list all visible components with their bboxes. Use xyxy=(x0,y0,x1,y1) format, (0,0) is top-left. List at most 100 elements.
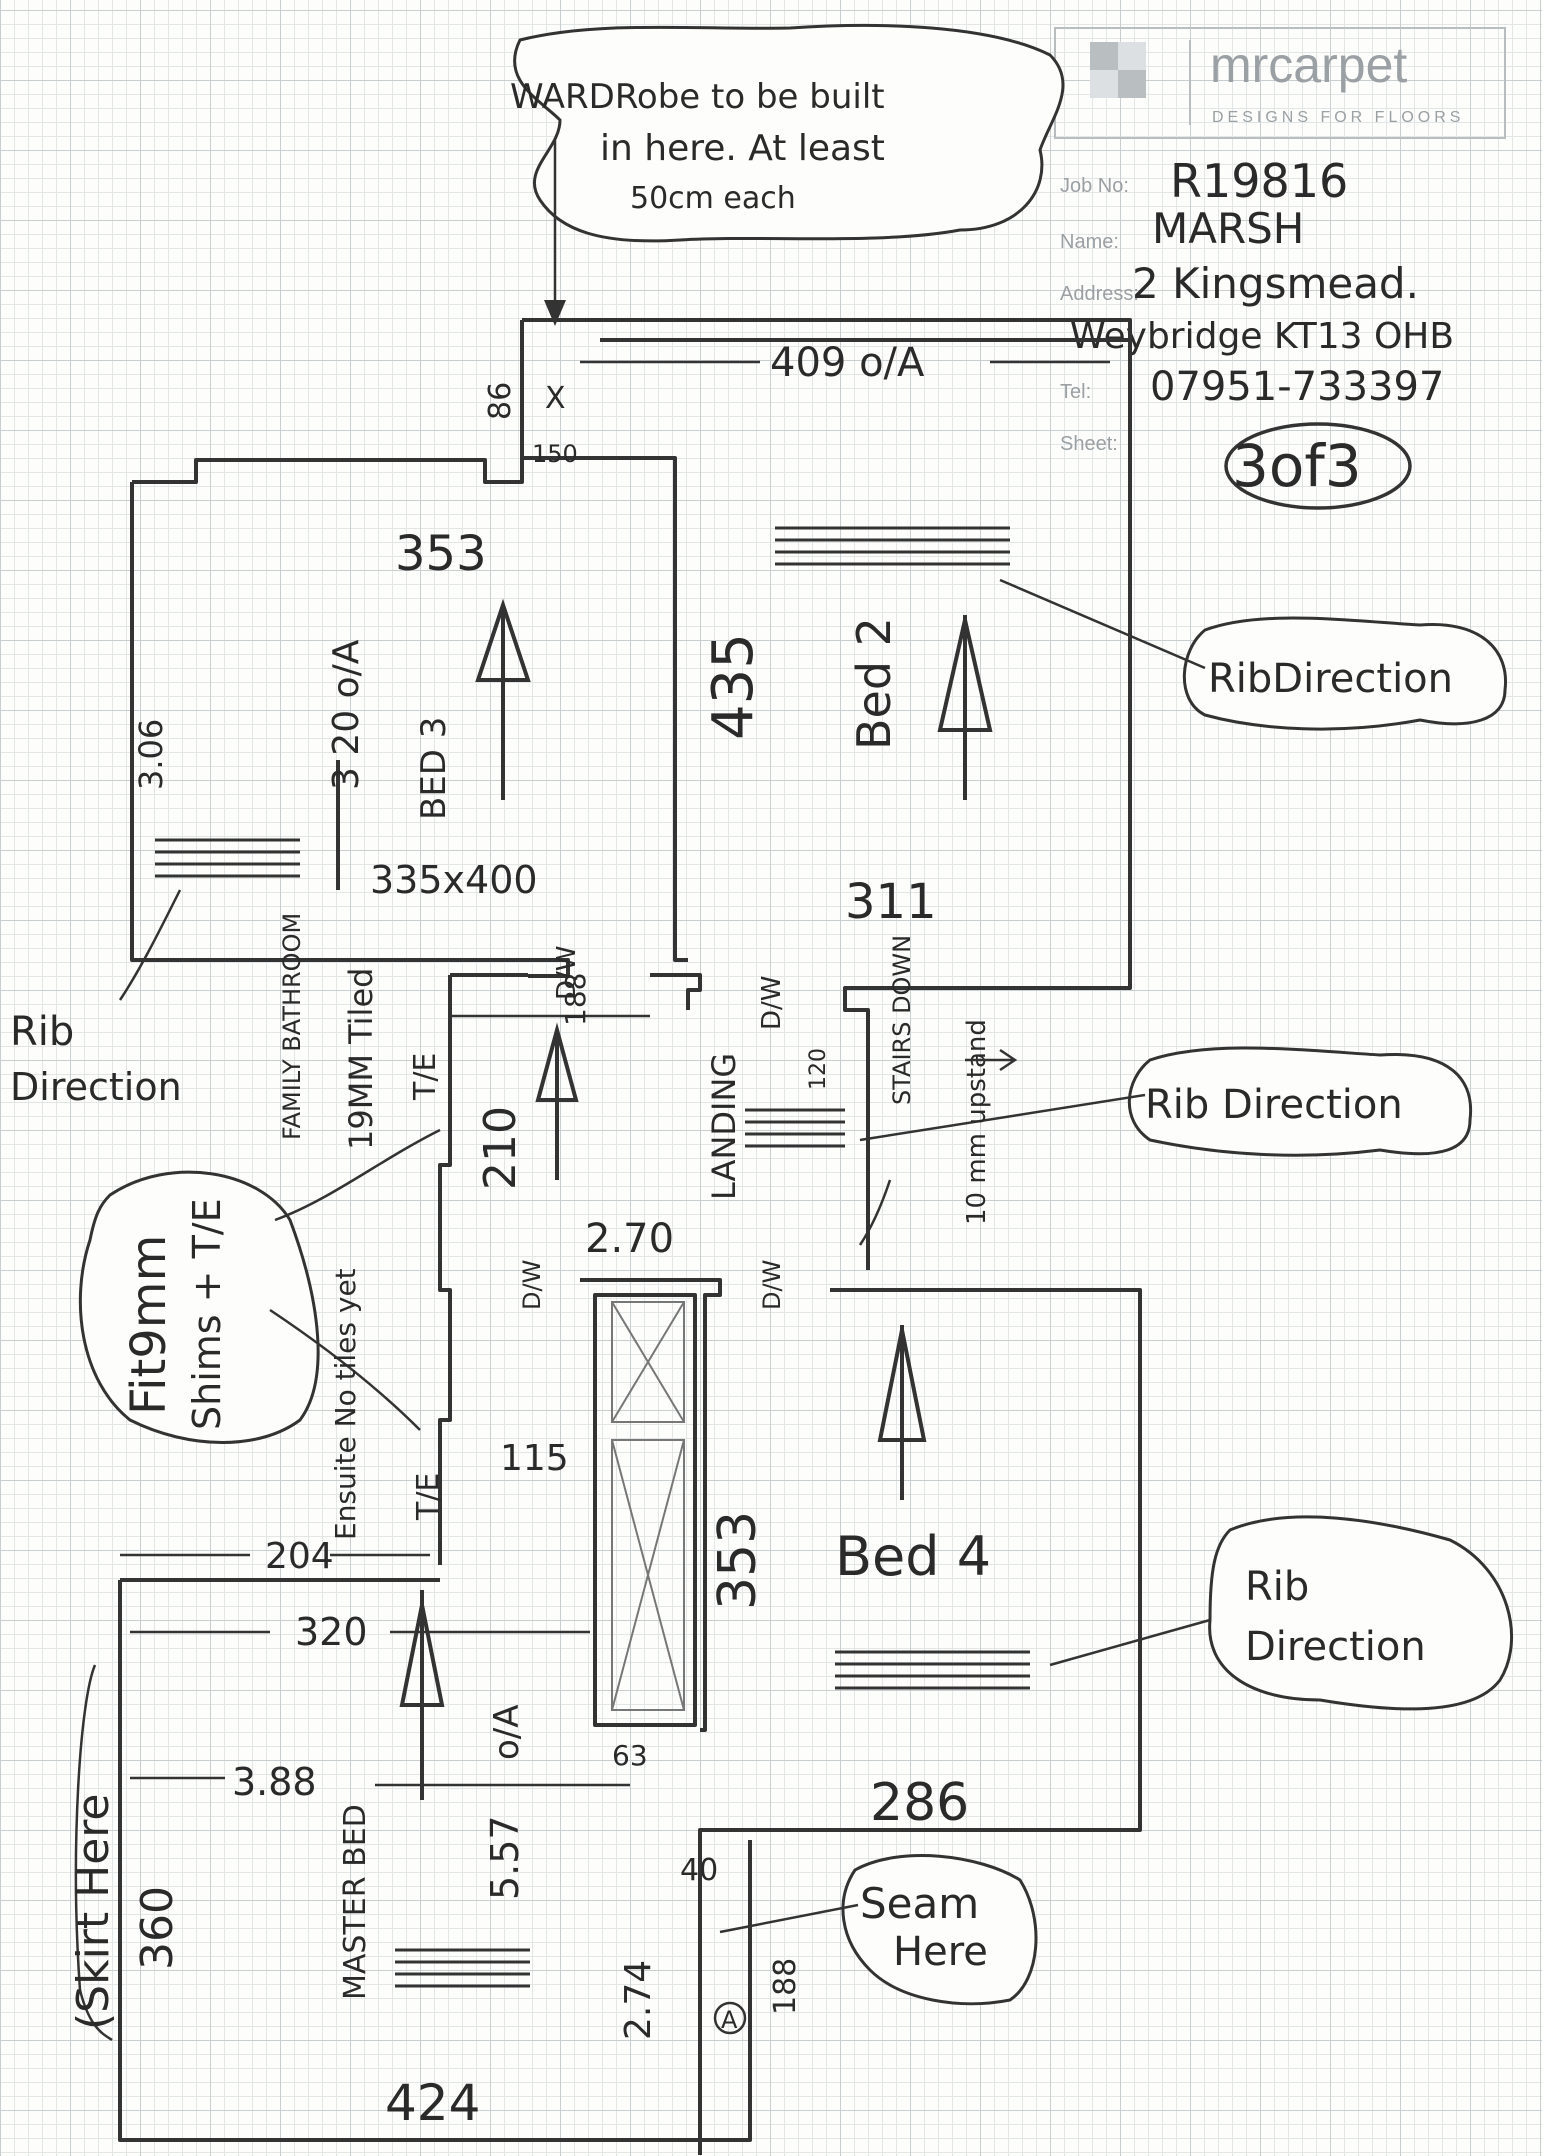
bed4-labels: 353 Bed 4 286 xyxy=(708,1511,991,1833)
bed3-top-wall xyxy=(132,320,524,484)
master-dim-274: 2.74 xyxy=(618,1960,659,2040)
bed2-dim-top: 409 o/A xyxy=(770,340,925,386)
title-block: mrcarpet DESIGNS FOR FLOORS Job No: Name… xyxy=(1054,27,1506,510)
mrcarpet-logo xyxy=(1090,40,1191,125)
dw-bed3: D/W xyxy=(552,946,582,1001)
dim-150: 150 xyxy=(532,440,578,468)
master-labels: 204 320 o/A 3.88 5.57 360 MASTER BED 2.7… xyxy=(132,1536,803,2132)
bed2-name: Bed 2 xyxy=(847,617,901,750)
misc-labels: D/W D/W D/W D/W 86 150 X xyxy=(483,381,787,1310)
ensuite-name: Ensuite No tiles yet xyxy=(329,1268,362,1540)
bed4-up-arrow-icon xyxy=(877,1325,927,1500)
wardrobe-note-line2: in here. At least xyxy=(600,128,885,169)
bed2-walls xyxy=(522,318,1132,1270)
rib-note-bed3-line1: Rib xyxy=(10,1009,74,1055)
bed4-rib-hatch xyxy=(835,1650,1030,1690)
bathroom-tiles: 19MM Tiled xyxy=(342,968,380,1150)
bed3-up-arrow-icon xyxy=(475,598,531,800)
seam-note-line1: Seam xyxy=(860,1879,979,1928)
rib-note-landing-text: Rib Direction xyxy=(1145,1082,1403,1128)
job-no-value: R19816 xyxy=(1170,154,1348,208)
bathroom-labels: FAMILY BATHROOM 19MM Tiled T/E xyxy=(278,913,443,1150)
tel-value: 07951-733397 xyxy=(1150,364,1444,410)
bed2-left-wall xyxy=(522,456,688,962)
ensuite-dim-115: 115 xyxy=(500,1438,569,1479)
cupboards xyxy=(593,1293,697,1727)
landing-up-arrow-icon xyxy=(535,1022,579,1180)
master-dim-188b: 188 xyxy=(768,1958,803,2015)
sheet-label: Sheet: xyxy=(1060,433,1118,455)
wardrobe-note-line3: 50cm each xyxy=(630,181,796,216)
name-value: MARSH xyxy=(1152,204,1304,253)
dw-bed4: D/W xyxy=(758,1260,786,1310)
master-dim-oa: o/A xyxy=(487,1704,527,1760)
bed3-labels: 353 3.06 3 20 o/A BED 3 335x400 xyxy=(132,526,538,902)
fit-shims-line1: Fit9mm xyxy=(121,1235,177,1415)
master-dim-388: 3.88 xyxy=(232,1760,317,1804)
bed2-rib-hatch xyxy=(775,526,1010,566)
fit-shims-note: Fit9mm Shims + T/E xyxy=(78,1128,441,1444)
master-dim-557: 5.57 xyxy=(483,1815,527,1900)
dim-86: 86 xyxy=(483,382,518,420)
ensuite-labels: Ensuite No tiles yet T/E 115 xyxy=(329,1268,569,1540)
rib-note-bed4: Rib Direction xyxy=(1049,1515,1514,1711)
master-dim-360: 360 xyxy=(132,1886,183,1970)
address-line1: 2 Kingsmead. xyxy=(1132,259,1419,308)
stairs-arrow-icon xyxy=(965,1048,1018,1072)
master-dim-63: 63 xyxy=(612,1739,648,1772)
bed3-dim-oa: 3 20 o/A xyxy=(326,639,367,790)
master-name: MASTER BED xyxy=(338,1804,373,2000)
brand-tagline: DESIGNS FOR FLOORS xyxy=(1212,109,1464,126)
bed2-labels: 409 o/A 435 Bed 2 311 xyxy=(701,340,937,930)
landing-dim-270: 2.70 xyxy=(585,1216,674,1262)
landing-name: LANDING xyxy=(705,1053,743,1200)
name-label: Name: xyxy=(1060,231,1119,253)
walls xyxy=(118,318,1142,2155)
marker-a: A xyxy=(721,2006,738,2034)
stairs-down-text: STAIRS DOWN xyxy=(888,935,916,1105)
seam-note-line2: Here xyxy=(893,1929,988,1975)
bathroom-wall xyxy=(438,975,452,1565)
address-line2: Weybridge KT13 OHB xyxy=(1070,316,1454,357)
direction-arrows xyxy=(399,598,993,1800)
rib-note-landing: Rib Direction xyxy=(859,1046,1473,1157)
bed3-dim-left: 3.06 xyxy=(132,719,170,790)
master-dim-424: 424 xyxy=(385,2074,480,2132)
landing-dim-120: 120 xyxy=(806,1048,831,1090)
master-rib-hatch xyxy=(395,1948,530,1988)
landing-rib-hatch xyxy=(745,1108,845,1148)
bed3-name: BED 3 xyxy=(414,717,454,820)
master-dim-204: 204 xyxy=(265,1536,334,1577)
skirt-note-text: (Skirt Here xyxy=(68,1794,119,2030)
rib-hatches xyxy=(155,526,1030,1988)
wardrobe-note-line1: WARDRobe to be built xyxy=(510,77,885,117)
cupboard-walls xyxy=(580,1278,722,1732)
dimension-lines xyxy=(120,360,1110,1787)
sheet-value: 3of3 xyxy=(1232,432,1362,500)
master-up-arrow-icon xyxy=(399,1590,445,1800)
upstand-text: 10 mm upstand xyxy=(962,1019,992,1225)
dw-bed2: D/W xyxy=(757,976,787,1031)
rib-note-bed4-line1: Rib xyxy=(1245,1564,1309,1610)
master-dim-40: 40 xyxy=(680,1853,718,1888)
bed3-rib-hatch xyxy=(155,838,300,878)
bed4-dim-bottom: 286 xyxy=(870,1773,969,1833)
landing-top-right xyxy=(650,973,702,1010)
bed3-walls xyxy=(130,482,570,978)
wardrobe-note: WARDRobe to be built in here. At least 5… xyxy=(510,23,1065,326)
bathroom-name: FAMILY BATHROOM xyxy=(278,913,306,1140)
bed2-up-arrow-icon xyxy=(937,615,993,800)
address-label: Address: xyxy=(1060,283,1139,305)
master-walls xyxy=(118,1580,752,2142)
marker-a-circle xyxy=(713,2001,747,2035)
upstand-pointer xyxy=(858,1179,892,1246)
bed2-dim-bottom: 311 xyxy=(845,874,937,930)
seam-note: Seam Here xyxy=(719,1854,1038,2006)
bed3-dim-top: 353 xyxy=(395,526,487,582)
landing-dim-188: 188 xyxy=(559,973,592,1026)
rib-note-bed3-line2: Direction xyxy=(10,1065,182,1109)
job-no-label: Job No: xyxy=(1060,175,1129,197)
rib-note-bed2: RibDirection xyxy=(999,578,1508,731)
sheet-circle xyxy=(1224,422,1412,510)
